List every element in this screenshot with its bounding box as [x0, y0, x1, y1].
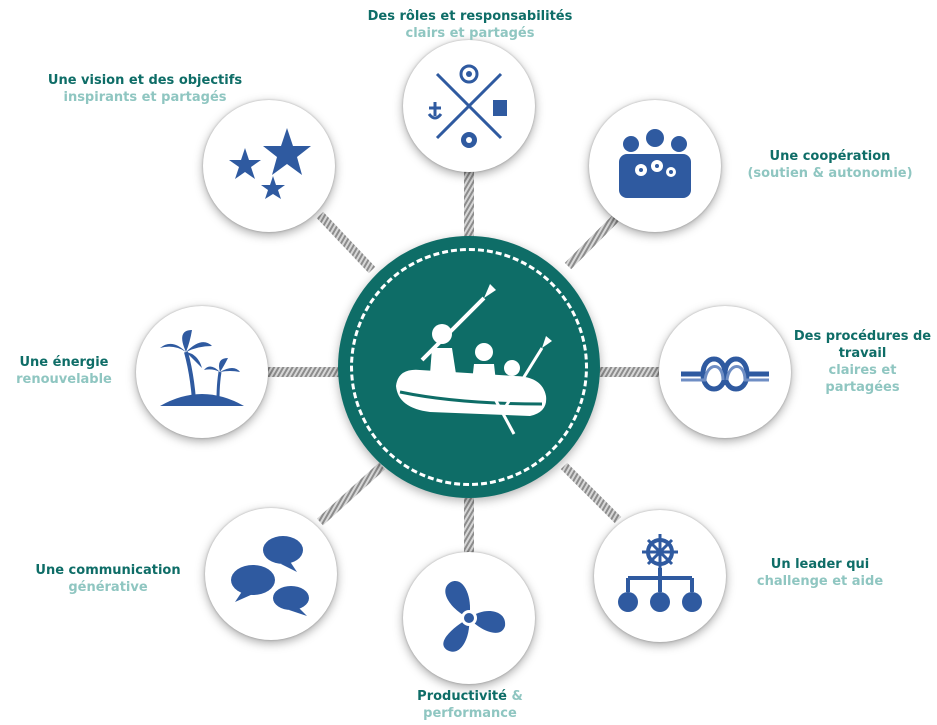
label-roles-subtitle: clairs et partagés [405, 26, 535, 41]
label-leader-title: Un leader qui [770, 557, 870, 572]
label-communication: Une communication générative [18, 562, 198, 596]
node-productivity [403, 552, 535, 684]
speech-bubbles-icon [231, 536, 309, 616]
label-communication-subtitle: générative [68, 580, 148, 595]
stars-icon [229, 128, 311, 199]
rope-bottom [464, 498, 474, 560]
hub-dashed-ring [350, 248, 588, 486]
label-vision-subtitle: inspirants et partagés [63, 90, 227, 105]
rope-left [268, 367, 340, 377]
label-productivity-word: Productivité [417, 689, 507, 704]
label-productivity-amp: & [511, 689, 523, 704]
label-cooperation-subtitle: (soutien & autonomie) [747, 166, 913, 181]
label-productivity-title: Productivité & [370, 688, 570, 705]
rope-bottom-left [316, 462, 386, 526]
rope-right [598, 367, 660, 377]
node-energy [136, 306, 268, 438]
label-leader: Un leader qui challenge et aide [730, 556, 910, 590]
node-roles [403, 40, 535, 172]
helm-hierarchy-icon [618, 534, 702, 612]
node-vision [203, 100, 335, 232]
node-procedures [659, 306, 791, 438]
node-leader [594, 510, 726, 642]
rafting-icon [396, 284, 552, 435]
label-procedures-subtitle: claires et partagées [825, 363, 900, 395]
label-roles-title: Des rôles et responsabilités [367, 9, 573, 24]
label-energy-subtitle: renouvelable [16, 372, 112, 387]
central-hub [338, 236, 600, 498]
label-energy: Une énergie renouvelable [4, 354, 124, 388]
node-cooperation [589, 100, 721, 232]
label-cooperation-title: Une coopération [769, 149, 891, 164]
palm-island-icon [160, 330, 244, 406]
rope-top [464, 168, 474, 238]
label-procedures: Des procédures de travail claires et par… [790, 328, 935, 396]
label-productivity: Productivité & performance [370, 688, 570, 722]
team-gears-icon [619, 129, 691, 198]
label-leader-subtitle: challenge et aide [756, 574, 884, 589]
label-communication-title: Une communication [35, 563, 181, 578]
knot-icon [681, 356, 769, 392]
label-energy-title: Une énergie [19, 355, 109, 370]
label-vision-title: Une vision et des objectifs [47, 73, 243, 88]
label-procedures-title: Des procédures de travail [793, 329, 932, 361]
label-cooperation: Une coopération (soutien & autonomie) [730, 148, 930, 182]
label-roles: Des rôles et responsabilités clairs et p… [350, 8, 590, 42]
label-vision: Une vision et des objectifs inspirants e… [40, 72, 250, 106]
rope-bottom-right [560, 462, 622, 524]
node-communication [205, 508, 337, 640]
compass-cross-icon [427, 64, 507, 148]
label-productivity-subtitle: performance [423, 706, 517, 721]
rope-top-right [564, 214, 620, 270]
rope-top-left [316, 211, 376, 274]
propeller-icon [443, 581, 506, 652]
